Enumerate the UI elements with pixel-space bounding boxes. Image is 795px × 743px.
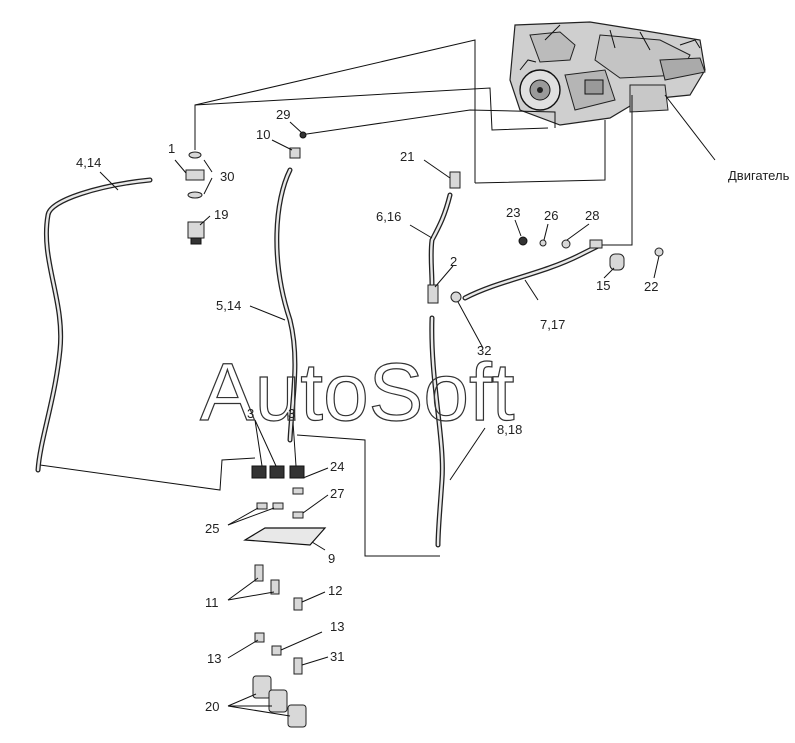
callout-22: 22 — [644, 279, 658, 294]
hose-6-16 — [428, 192, 453, 288]
callout-6-16: 6,16 — [376, 209, 401, 224]
part-filters-20 — [252, 675, 307, 728]
callout-31: 31 — [330, 649, 344, 664]
callout-3a: 3 — [247, 406, 254, 421]
part-fitting-21 — [449, 171, 461, 189]
callout-20: 20 — [205, 699, 219, 714]
part-tee-1 — [185, 151, 205, 199]
callout-13b: 13 — [330, 619, 344, 634]
callout-24: 24 — [330, 459, 344, 474]
part-bracket-9 — [243, 527, 327, 546]
leader-lines — [99, 94, 716, 717]
part-washers-25 — [256, 502, 284, 510]
callout-15: 15 — [596, 278, 610, 293]
callout-19: 19 — [214, 207, 228, 222]
hose-7-17 — [462, 242, 603, 301]
callout-2: 2 — [450, 254, 457, 269]
callout-23: 23 — [506, 205, 520, 220]
callout-10: 10 — [256, 127, 270, 142]
callout-30: 30 — [220, 169, 234, 184]
callout-21: 21 — [400, 149, 414, 164]
callout-25: 25 — [205, 521, 219, 536]
callout-8-18: 8,18 — [497, 422, 522, 437]
callout-1: 1 — [168, 141, 175, 156]
part-connector-2 — [427, 284, 462, 304]
hose-4-14 — [35, 177, 153, 473]
callout-11: 11 — [205, 595, 219, 610]
callout-29: 29 — [276, 107, 290, 122]
watermark-text: AutoSoft — [200, 347, 515, 438]
callout-7-17: 7,17 — [540, 317, 565, 332]
callout-9: 9 — [328, 551, 335, 566]
hose-8-18 — [429, 315, 445, 548]
part-sensor-31 — [293, 657, 303, 675]
part-unions-3 — [251, 465, 305, 479]
callout-13a: 13 — [207, 651, 221, 666]
callout-12: 12 — [328, 583, 342, 598]
callout-3b: 3 — [288, 406, 295, 421]
part-plug-19 — [187, 221, 205, 245]
routing-lines — [39, 39, 633, 557]
engine-label: Двигатель — [728, 168, 790, 183]
part-fittings-11-12 — [254, 564, 303, 611]
hose-5-14 — [274, 167, 298, 443]
callout-28: 28 — [585, 208, 599, 223]
part-fitting-10-29 — [289, 131, 307, 159]
callout-32: 32 — [477, 343, 491, 358]
callout-4-14: 4,14 — [76, 155, 101, 170]
part-washers-24-27 — [292, 487, 304, 519]
part-nuts-13 — [254, 632, 282, 656]
part-row-23-28 — [518, 236, 664, 271]
engine-illustration — [509, 21, 706, 126]
callout-27: 27 — [330, 486, 344, 501]
callout-26: 26 — [544, 208, 558, 223]
callout-5-14: 5,14 — [216, 298, 241, 313]
